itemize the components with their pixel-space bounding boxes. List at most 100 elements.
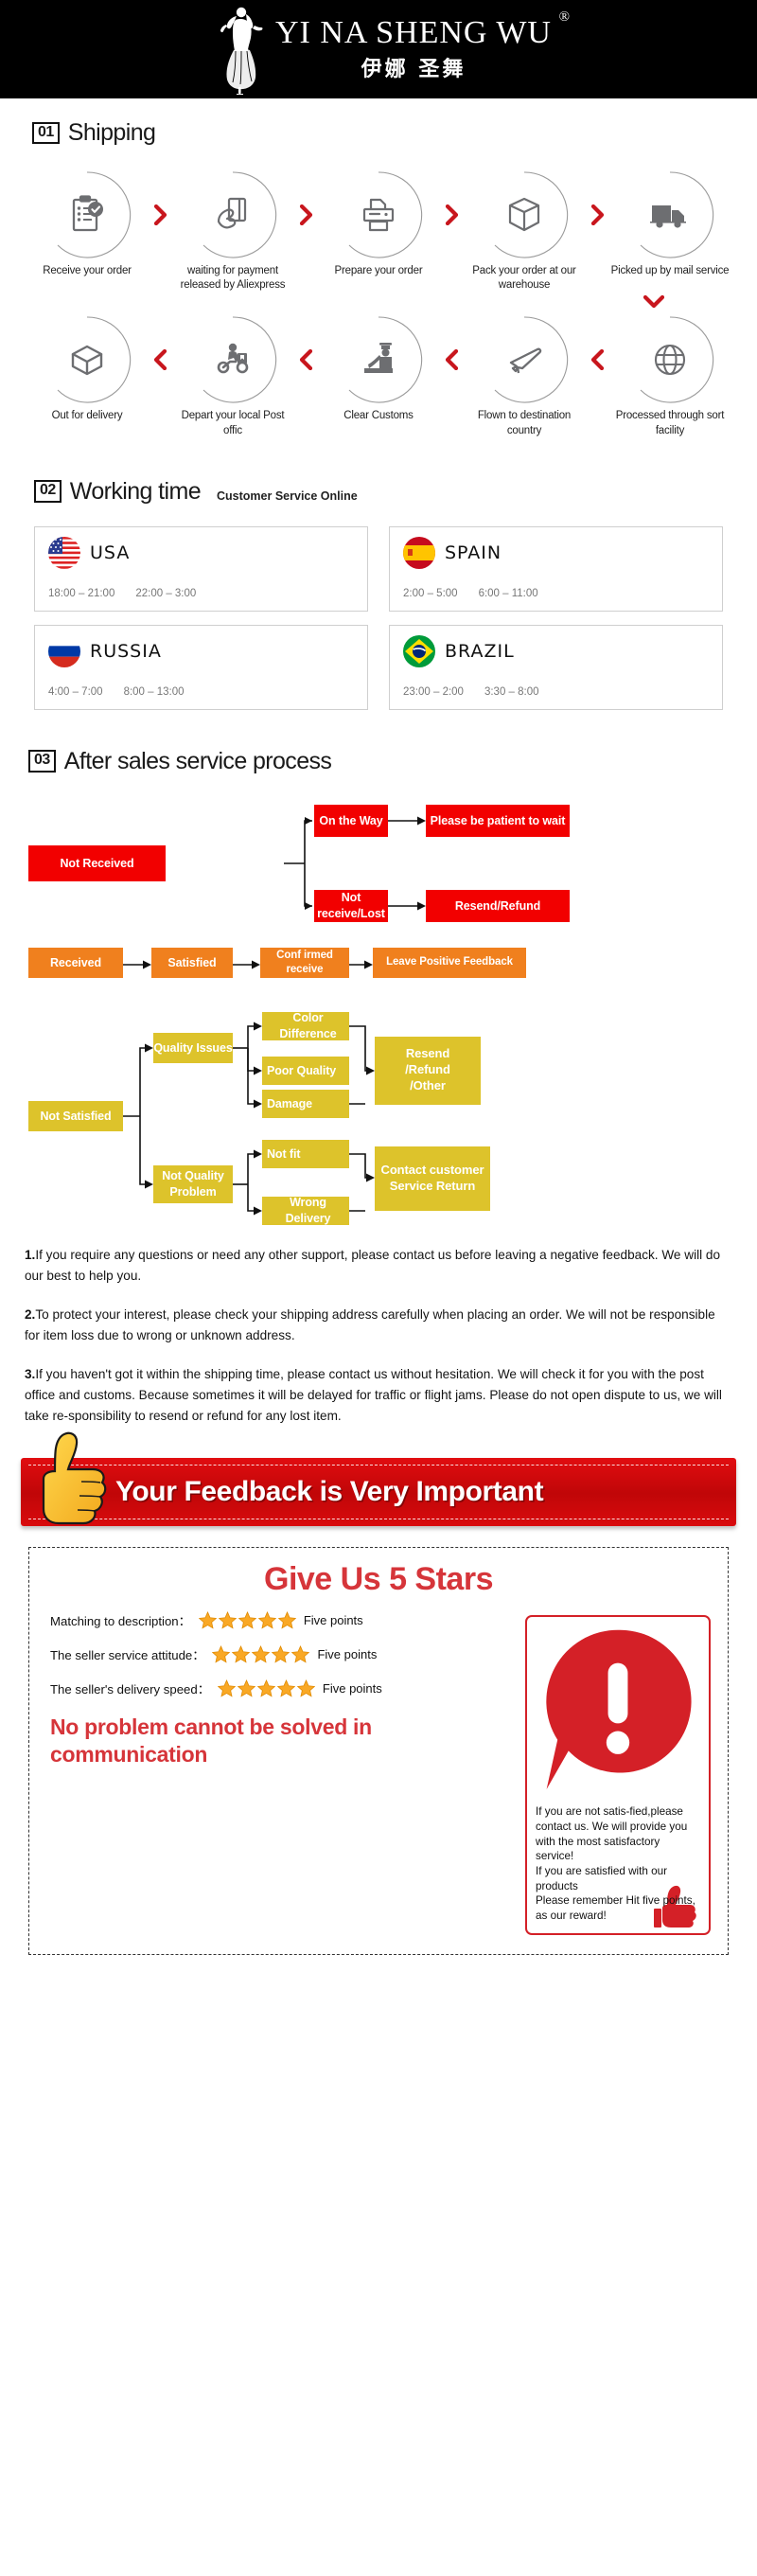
shipping-step: Picked up by mail service <box>609 169 731 278</box>
chevron-left-icon <box>439 314 464 405</box>
star-rating[interactable] <box>212 1644 310 1663</box>
give-5-stars-heading: Give Us 5 Stars <box>264 1560 493 1597</box>
note-number: 3. <box>25 1366 36 1381</box>
usa-flag-icon <box>48 536 80 569</box>
customs-officer-icon <box>357 338 400 382</box>
thumbs-up-icon <box>26 1430 114 1530</box>
star-icon[interactable] <box>256 1679 276 1697</box>
chevron-right-icon <box>439 169 464 260</box>
working-time-card-usa: USA 18:00 – 21:00 22:00 – 3:00 <box>34 525 368 612</box>
dancer-logo-icon <box>205 4 272 96</box>
flow-node-leave-feedback: Leave Positive Feedback <box>373 947 526 978</box>
section-subtitle: Customer Service Online <box>217 489 358 503</box>
rating-label: The seller's delivery speed： <box>50 1681 210 1697</box>
working-time-card-spain: SPAIN 2:00 – 5:00 6:00 – 11:00 <box>389 525 723 612</box>
working-hours-slot: 18:00 – 21:00 <box>48 587 115 599</box>
working-time-card-brazil: BRAZIL 23:00 – 2:00 3:30 – 8:00 <box>389 624 723 710</box>
star-icon[interactable] <box>232 1644 251 1663</box>
shipping-step: Pack your order at our warehouse <box>464 169 585 293</box>
flow-node-color-difference: Color Difference <box>262 1011 349 1040</box>
working-hours-slot: 23:00 – 2:00 <box>403 685 464 698</box>
flow-node-contact-service-return: Contact customer Service Return <box>375 1146 490 1211</box>
note-text: To protect your interest, please check y… <box>25 1306 715 1342</box>
shipping-step-label: Clear Customs <box>343 410 414 422</box>
star-icon[interactable] <box>238 1610 257 1629</box>
country-name: RUSSIA <box>90 640 162 662</box>
flowchart-not-satisfied: Not Satisfied Quality Issues Not Quality… <box>28 1004 729 1225</box>
chevron-right-icon <box>148 169 172 260</box>
hand-card-icon <box>211 193 255 237</box>
note-text: If you haven't got it within the shippin… <box>25 1366 722 1423</box>
star-icon[interactable] <box>198 1610 218 1629</box>
shipping-step-label: Depart your local Post offic <box>181 410 285 436</box>
star-icon[interactable] <box>277 1610 297 1629</box>
chevron-right-icon <box>585 169 609 260</box>
rating-rows: Matching to description： Five points The… <box>46 1610 516 1935</box>
store-policy-page: YI NA SHENG WU ® 伊娜 圣舞 01 Shipping <box>0 0 757 1955</box>
airplane-icon <box>502 338 546 382</box>
star-icon[interactable] <box>257 1610 277 1629</box>
rating-row: The seller's delivery speed： Five points <box>50 1679 516 1697</box>
after-sales-section-header: 03 After sales service process <box>28 748 729 775</box>
registered-mark-icon: ® <box>558 9 570 26</box>
shipping-step: waiting for payment released by Aliexpre… <box>172 169 293 293</box>
flow-node-quality-issues: Quality Issues <box>153 1032 233 1063</box>
working-hours-slot: 3:30 – 8:00 <box>484 685 539 698</box>
brand-header: YI NA SHENG WU ® 伊娜 圣舞 <box>0 0 757 98</box>
star-icon[interactable] <box>252 1644 271 1663</box>
feedback-banner-text: Your Feedback is Very Important <box>115 1475 544 1507</box>
brazil-flag-icon <box>403 634 435 667</box>
working-hours-slot: 6:00 – 11:00 <box>478 587 538 599</box>
star-rating[interactable] <box>198 1610 297 1629</box>
working-time-card-russia: RUSSIA 4:00 – 7:00 8:00 – 13:00 <box>34 624 368 710</box>
spain-flag-icon <box>403 536 435 569</box>
communication-slogan: No problem cannot be solved in communica… <box>50 1714 372 1768</box>
country-name: BRAZIL <box>445 640 515 662</box>
chevron-right-icon <box>293 169 318 260</box>
star-icon[interactable] <box>217 1679 237 1697</box>
rating-row: The seller service attitude： Five points <box>50 1644 516 1663</box>
flow-node-received: Received <box>28 947 123 978</box>
shipping-step: Depart your local Post offic <box>172 314 293 437</box>
country-name: SPAIN <box>445 542 502 563</box>
star-icon[interactable] <box>272 1644 290 1663</box>
shipping-step-label: Flown to destination country <box>477 410 572 436</box>
shipping-step-label: Prepare your order <box>334 265 423 276</box>
open-box-icon <box>65 338 109 382</box>
flow-node-damage: Damage <box>262 1089 349 1118</box>
chevron-left-icon <box>585 314 609 405</box>
star-icon[interactable] <box>296 1679 316 1697</box>
shipping-section-header: 01 Shipping <box>0 119 757 147</box>
rating-points: Five points <box>317 1646 378 1661</box>
flow-node-poor-quality: Poor Quality <box>262 1056 349 1085</box>
shipping-steps: Receive your order waiting for <box>0 147 757 438</box>
star-icon[interactable] <box>218 1610 238 1629</box>
page-title: Shipping <box>67 119 156 146</box>
shipping-step: Flown to destination country <box>464 314 585 437</box>
page-title: Working time <box>69 477 202 505</box>
box-icon <box>502 193 546 237</box>
exclamation-icon <box>536 1629 700 1803</box>
star-rating[interactable] <box>217 1679 316 1697</box>
shipping-step: Clear Customs <box>318 314 439 423</box>
star-icon[interactable] <box>276 1679 296 1697</box>
warning-text: If you are not satis-fied,please contact… <box>536 1805 695 1923</box>
warning-box: If you are not satis-fied,please contact… <box>525 1614 711 1935</box>
star-icon[interactable] <box>212 1644 231 1663</box>
working-hours-slot: 4:00 – 7:00 <box>48 685 103 698</box>
star-icon[interactable] <box>291 1644 310 1663</box>
rating-label: Matching to description： <box>50 1613 191 1628</box>
shipping-step-label: Picked up by mail service <box>610 265 730 276</box>
working-hours-slot: 2:00 – 5:00 <box>403 587 458 599</box>
star-icon[interactable] <box>237 1679 256 1697</box>
shipping-row-1: Receive your order waiting for <box>13 169 744 293</box>
brand-name-en: YI NA SHENG WU <box>275 15 552 51</box>
section-number: 01 <box>32 121 60 145</box>
flow-node-resend-refund-other: Resend /Refund /Other <box>375 1036 481 1105</box>
clipboard-check-icon <box>65 193 109 237</box>
page-title: After sales service process <box>63 747 332 774</box>
russia-flag-icon <box>48 634 80 667</box>
section-number: 03 <box>28 750 56 773</box>
shipping-step-label: Pack your order at our warehouse <box>472 265 576 292</box>
flow-node-resend-refund: Resend/Refund <box>426 889 570 922</box>
